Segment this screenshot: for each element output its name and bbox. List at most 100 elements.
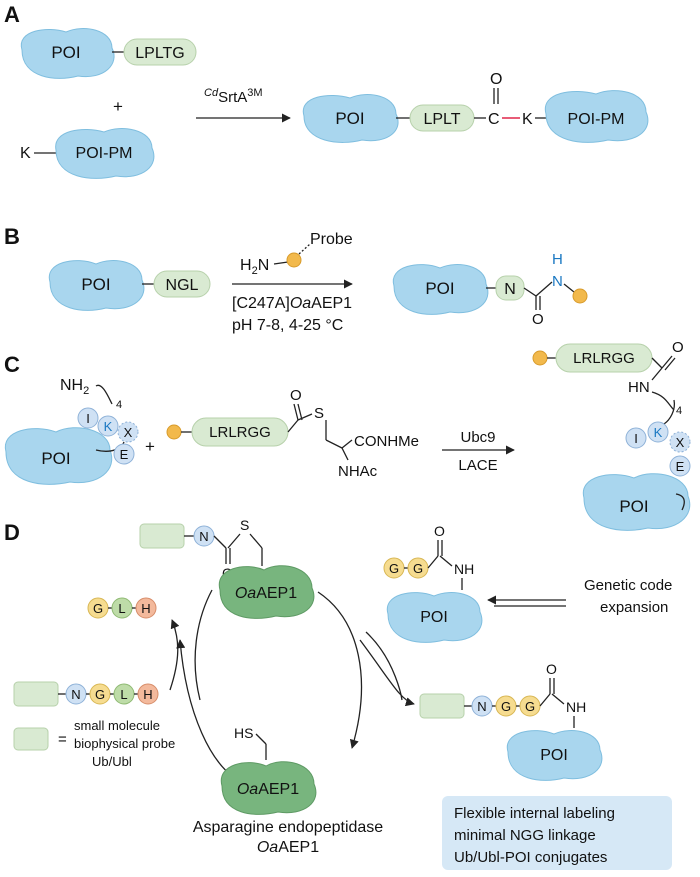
b-poi-blob [48,260,145,311]
panel-letter-d: D [4,520,20,545]
c-plus: + [145,437,155,456]
c-thio-bond-2 [297,413,313,421]
prod-cargo-pill [419,693,465,719]
prod-g1: G [501,699,511,714]
panel-letter-c: C [4,352,20,377]
lplt-label: LPLT [423,111,460,128]
cargo-nglh-substrate: N G L H [13,681,159,707]
gg-poi-blob [386,592,483,643]
b-zig-3 [563,283,575,293]
c-bubble-x [117,421,139,443]
conditions-label: pH 7-8, 4-25 °C [232,317,343,334]
acyl-enzyme-intermediate: N O S OaAEP1 [139,517,315,619]
c-sub-4: 4 [116,399,122,411]
poi-pm-label: POI-PM [76,145,133,162]
c-product-bubble-x [669,431,691,453]
c-product-chain-2 [663,399,676,425]
d-top-bond-3 [227,533,241,549]
gg-nh: NH [454,561,474,577]
c-product-chain [651,391,675,411]
plus-sign: + [113,97,123,116]
prod-o: O [546,661,557,677]
c-product-e: E [676,459,685,474]
summary-line-3: Ub/Ubl-POI conjugates [454,849,607,866]
summary-box [442,796,672,870]
d-bottom-hs: HS [234,725,253,741]
d-top-enzyme-label: OaAEP1 [235,585,297,602]
glh-g: G [93,601,103,616]
c-s-label: S [314,405,324,422]
c-product-poi-label: POI [619,497,648,516]
summary-line-2: minimal NGG linkage [454,827,596,844]
d-bottom-enzyme-label: OaAEP1 [237,781,299,798]
probe-dot [286,252,302,268]
c-x-label: X [124,425,133,440]
gg-poi-nucleophile: G G O NH POI [383,523,483,643]
b-poi-label: POI [81,275,110,294]
c-nhac-bond [341,447,349,461]
gg-poi-label: POI [420,609,448,626]
d-top-bond-2 [213,535,227,549]
c-product-k: K [654,425,663,440]
product-k: K [522,111,533,128]
legend-equals: = [58,731,67,748]
probe-label: Probe [310,231,353,248]
c-probe-dot [166,424,182,440]
substrate-g: G [95,687,105,702]
probe-dashed-bond [298,243,311,255]
cycle-arc-left-up [194,589,213,701]
cargo-ngg-poi-product: N G G O NH POI [419,661,603,781]
c-poi-label: POI [41,449,70,468]
c-product-x: X [676,435,685,450]
poi-blob [20,28,115,79]
c-product-probe-dot [532,350,548,366]
c-chain-curve [95,384,113,405]
c-poi-blob [4,427,113,485]
reaction-arrow-a: CdSrtA3M [196,87,291,123]
lpltg-pill [123,38,197,66]
c-lace-label: LACE [458,457,497,474]
poi-pm-blob [55,128,155,179]
d-top-s: S [240,517,249,533]
reactant-k-poi-pm: K POI-PM [20,128,155,179]
panel-d: D N O S OaAEP1 HS [4,517,672,870]
c-lrlrgg-label: LRLRGG [209,424,271,441]
caption-line-1: Asparagine endopeptidase [193,819,383,836]
b-h-label: H [552,251,563,268]
gce-line-2: expansion [600,599,668,616]
carbonyl-o: O [490,71,502,88]
product-poi-pm-label: POI-PM [568,111,625,128]
panel-c: C NH2 4 POI I K X E + LRLRGG O S CONHMe … [4,339,691,531]
substrate-h-bubble [137,683,159,705]
substrate-h: H [143,687,152,702]
b-nh-label: N [552,273,563,290]
gce-line-1: Genetic code [584,577,672,594]
prod-bond-4 [539,693,551,707]
gg-g2: G [413,561,423,576]
c-k-label: K [104,419,113,434]
c-product-i: I [634,431,638,446]
enzyme-label-b: [C247A]OaAEP1 [232,295,352,312]
amine-probe-reagent: H2N Probe [240,231,353,277]
c-product-loop [675,493,685,511]
c-ca-bond [325,439,343,449]
d-top-enzyme-blob [218,565,315,619]
caption-line-2: OaAEP1 [257,839,319,856]
substrate-n: N [71,687,80,702]
legend-cargo-pill [13,727,49,751]
gg-bond-3 [439,555,453,567]
substrate-l: L [120,687,127,702]
summary-line-1: Flexible internal labeling [454,805,615,822]
d-bottom-bond-1 [255,733,267,745]
cargo-legend: = small molecule biophysical probe Ub/Ub… [13,718,175,769]
ngl-pill [153,270,211,298]
glh-l: L [118,601,125,616]
product-poi-label: POI [335,109,364,128]
c-bubble-k [97,415,119,437]
free-enzyme: HS OaAEP1 [220,725,317,815]
legend-line-2: biophysical probe [74,736,175,751]
c-bubble-i [77,407,99,429]
c-product-bubble-e [669,455,691,477]
gg-g1: G [389,561,399,576]
